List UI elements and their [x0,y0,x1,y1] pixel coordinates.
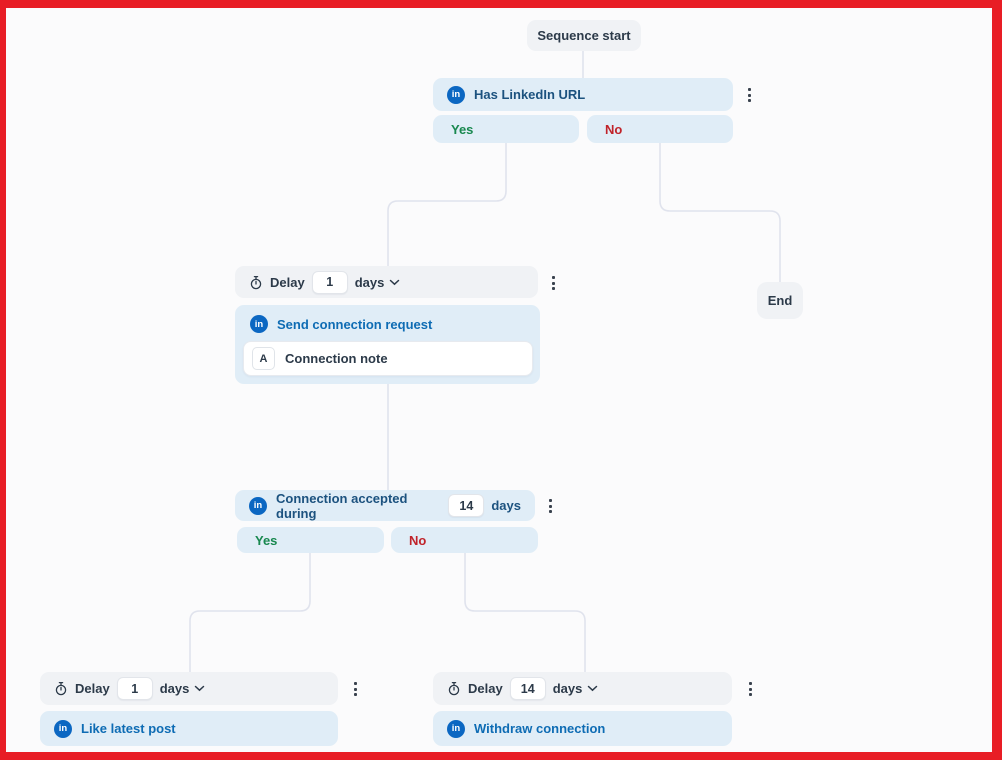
end-label: End [767,293,793,308]
delay-unit: days [159,681,190,696]
branch-no-1: No [587,115,733,143]
action-withdraw-connection[interactable]: in Withdraw connection [433,711,732,746]
end-node: End [757,282,803,319]
yes-label: Yes [451,121,474,137]
action-label: Like latest post [81,721,176,736]
stopwatch-icon [448,681,460,696]
delay-step-3[interactable]: Delay 14 days [433,672,732,705]
delay2-menu-button[interactable] [348,677,362,701]
connection-note-card[interactable]: A Connection note [243,341,533,376]
linkedin-icon: in [447,719,465,738]
condition-label-suffix: days [491,498,521,513]
delay-step-2[interactable]: Delay 1 days [40,672,338,705]
wire-yes1-to-delay1 [387,143,507,266]
condition1-menu-button[interactable] [742,83,756,107]
sequence-start-node: Sequence start [527,20,641,51]
delay1-menu-button[interactable] [546,271,560,295]
linkedin-icon: in [249,496,267,515]
delay-label: Delay [75,681,110,696]
branch-yes-1: Yes [433,115,579,143]
delay-value-input[interactable]: 14 [509,677,546,700]
action-label: Withdraw connection [474,721,606,736]
wire-yes2-to-delay2 [189,553,311,672]
no-label: No [409,532,427,548]
stopwatch-icon [250,275,262,289]
condition-label: Connection accepted during [276,490,408,521]
action-send-connection-request[interactable]: in Send connection request A Connection … [235,305,540,384]
condition-has-linkedin-url[interactable]: in Has LinkedIn URL [433,78,733,111]
chevron-down-icon[interactable] [587,685,598,692]
delay-label: Delay [468,681,503,696]
condition-label: Has LinkedIn URL [474,87,586,102]
chevron-down-icon[interactable] [389,279,400,286]
chevron-down-icon[interactable] [194,685,205,692]
delay-value-input[interactable]: 1 [116,677,153,700]
stopwatch-icon [55,681,67,696]
accepted-days-input[interactable]: 14 [448,494,485,517]
text-type-badge: A [252,347,275,370]
delay3-menu-button[interactable] [743,677,757,701]
branch-no-2: No [391,527,538,553]
condition-connection-accepted[interactable]: in Connection accepted during 14 days [235,490,535,521]
delay-value-input[interactable]: 1 [311,270,348,294]
wire-no1-to-end [659,143,781,282]
no-label: No [605,121,623,137]
delay-label: Delay [270,274,305,290]
delay-unit: days [552,681,583,696]
linkedin-icon: in [250,315,268,333]
condition2-menu-button[interactable] [543,494,557,518]
action-header: in Send connection request [235,305,447,333]
branch-yes-2: Yes [237,527,384,553]
action-label: Send connection request [277,316,433,332]
connection-note-label: Connection note [285,351,388,366]
linkedin-icon: in [54,719,72,738]
wire-no2-to-delay3 [464,553,586,672]
linkedin-icon: in [447,85,465,104]
sequence-start-label: Sequence start [537,28,631,43]
yes-label: Yes [255,532,278,548]
delay-step-1[interactable]: Delay 1 days [235,266,538,298]
delay-unit: days [354,274,385,290]
action-like-latest-post[interactable]: in Like latest post [40,711,338,746]
